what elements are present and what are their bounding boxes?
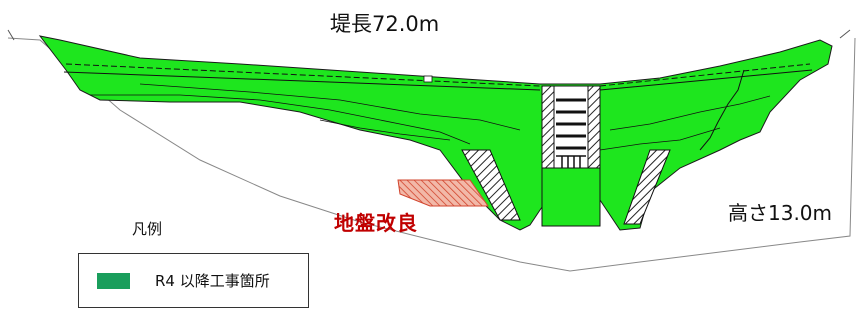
interior-line-1: [90, 94, 471, 145]
interior-line-3: [319, 119, 451, 141]
legend-swatch: [97, 273, 130, 289]
central-tower-grate: [556, 155, 586, 168]
ground-improvement-area: [397, 179, 489, 207]
right-stair-line: [699, 69, 745, 151]
interior-line-2: [139, 83, 521, 131]
crest-length-label: 堤長72.0m: [330, 12, 440, 36]
interior-line-4: [609, 95, 771, 131]
ground-improvement-label: 地盤改良: [334, 211, 418, 235]
ground-line-top: [7, 29, 851, 41]
legend-item-label: R4 以降工事箇所: [155, 272, 270, 290]
height-label: 高さ13.0m: [728, 201, 833, 225]
central-tower-ladder: [556, 98, 586, 150]
ground-line: [7, 37, 856, 272]
central-tower-base: [541, 167, 601, 227]
right-trench-hatch: [623, 149, 671, 225]
crest-marker: [423, 75, 433, 83]
crest-line: [63, 69, 813, 91]
left-trench-hatch: [461, 149, 521, 221]
legend-box: R4 以降工事箇所: [78, 253, 309, 308]
interior-line-5: [599, 127, 721, 151]
crest-dashed-line: [65, 63, 811, 87]
legend-title: 凡例: [132, 220, 163, 238]
